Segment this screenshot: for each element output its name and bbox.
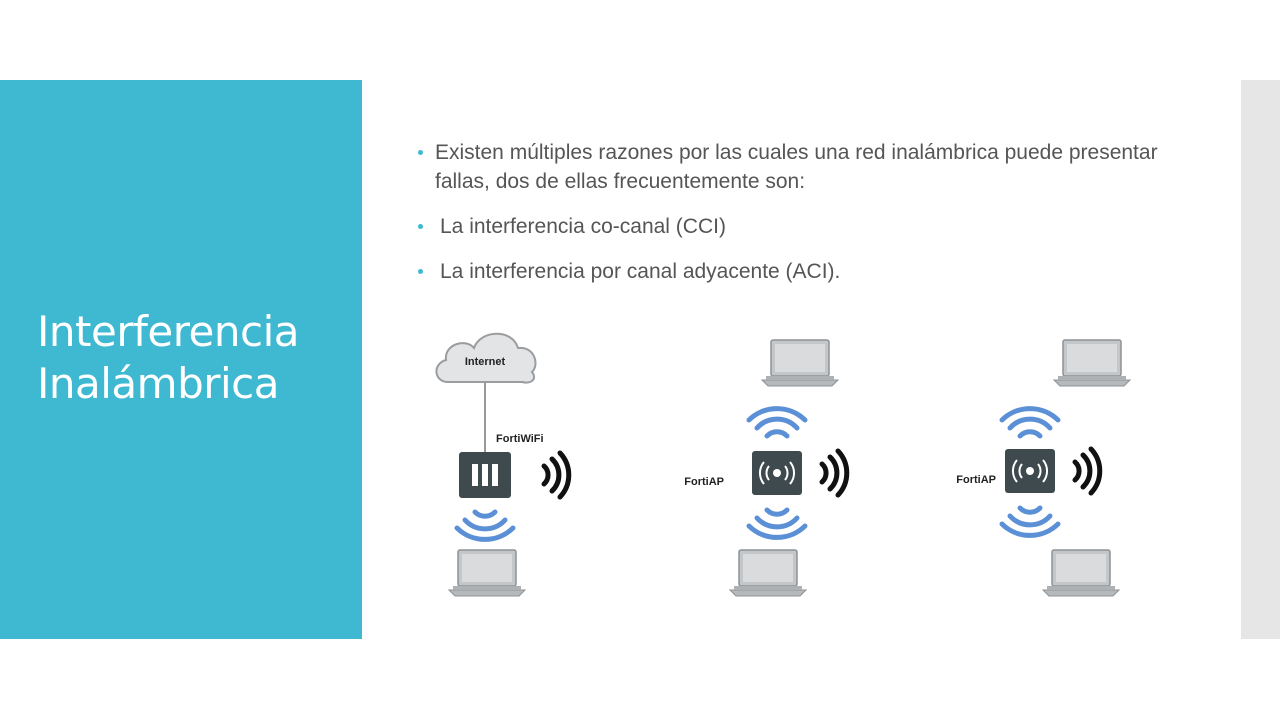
fortiap-label: FortiAP: [684, 476, 724, 488]
fortiap-device-icon: [751, 450, 803, 496]
bullet-item: La interferencia co-canal (CCI): [418, 212, 1208, 241]
network-diagram: Internet FortiWiFi FortiAP FortiAP: [400, 318, 1160, 608]
fortiwifi-device-icon: [459, 452, 511, 498]
wifi-waves-icon: [822, 451, 847, 495]
bullet-list: Existen múltiples razones por las cuales…: [418, 138, 1208, 302]
fortiwifi-label: FortiWiFi: [496, 433, 544, 445]
bullet-item: Existen múltiples razones por las cuales…: [418, 138, 1208, 196]
wifi-waves-icon: [544, 453, 569, 497]
bullet-item: La interferencia por canal adyacente (AC…: [418, 257, 1208, 286]
bullet-dot-icon: [418, 150, 423, 155]
wifi-waves-icon: [1075, 449, 1100, 493]
fortiap-device-icon: [1004, 448, 1056, 494]
bullet-dot-icon: [418, 224, 423, 229]
laptop-icon: [1042, 549, 1120, 597]
title-line-1: Interferencia: [37, 307, 300, 356]
title-band: [0, 80, 362, 639]
fortiap-label: FortiAP: [956, 474, 996, 486]
internet-label: Internet: [465, 356, 506, 368]
wifi-waves-icon: [749, 409, 805, 436]
slide-title: Interferencia Inalámbrica: [37, 306, 347, 410]
wifi-waves-icon: [749, 510, 805, 537]
title-line-2: Inalámbrica: [37, 359, 280, 408]
laptop-icon: [729, 549, 807, 597]
bullet-dot-icon: [418, 269, 423, 274]
laptop-icon: [761, 339, 839, 387]
cloud-icon: [435, 332, 537, 384]
wifi-waves-icon: [1002, 508, 1058, 535]
wifi-waves-icon: [1002, 409, 1058, 436]
side-bar: [1241, 80, 1280, 639]
laptop-icon: [1053, 339, 1131, 387]
wifi-waves-icon: [457, 512, 513, 539]
laptop-icon: [448, 549, 526, 597]
